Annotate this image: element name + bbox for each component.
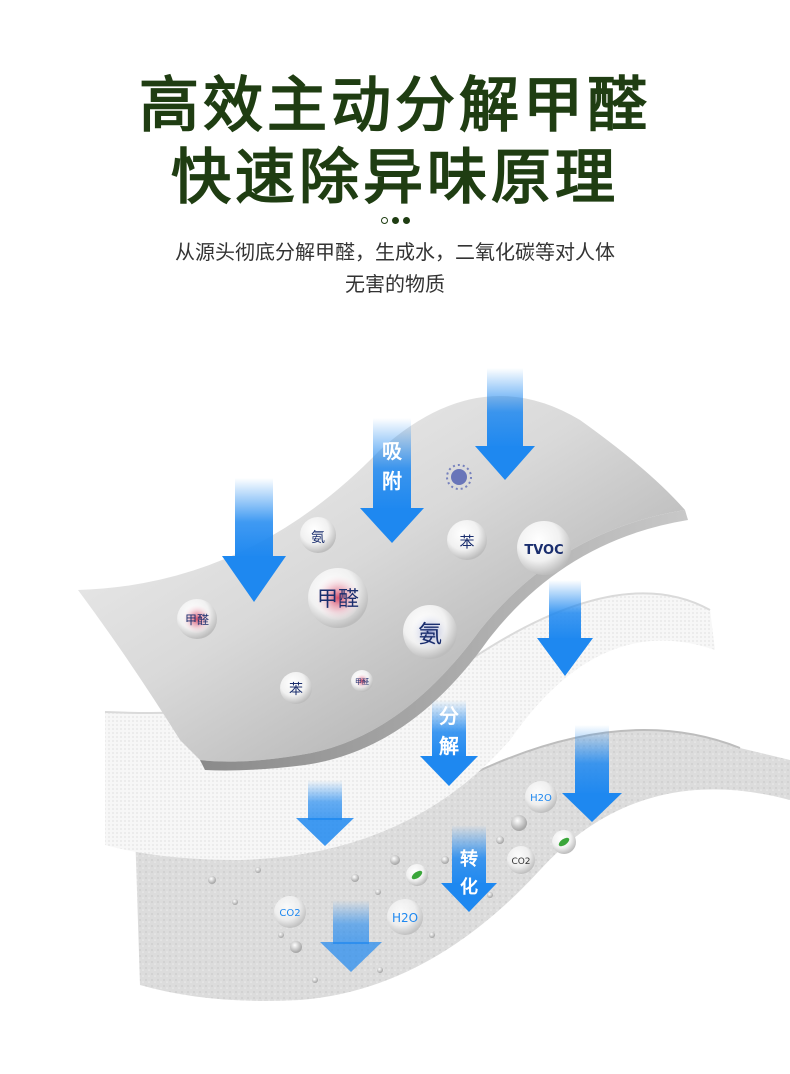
down-arrow-icon — [296, 780, 354, 846]
convert-label-char2: 化 — [460, 876, 478, 898]
svg-text:甲醛: 甲醛 — [185, 612, 209, 627]
decorative-dots — [0, 209, 790, 228]
molecule-benzene-left: 苯 — [280, 672, 312, 704]
svg-text:CO2: CO2 — [511, 857, 530, 867]
molecule-h2o-left: H2O — [387, 899, 423, 935]
molecule-ammonia-small: 氨 — [300, 517, 336, 553]
svg-text:甲醛: 甲醛 — [317, 587, 359, 611]
subtitle-line-2: 无害的物质 — [345, 272, 445, 296]
molecule-formaldehyde-tiny: 甲醛 — [351, 670, 373, 692]
svg-text:TVOC: TVOC — [524, 543, 563, 558]
molecule-benzene-right: 苯 — [447, 520, 487, 560]
leaf-icon — [552, 830, 576, 854]
svg-text:甲醛: 甲醛 — [355, 677, 369, 686]
svg-text:氨: 氨 — [418, 620, 442, 648]
svg-text:H2O: H2O — [392, 911, 418, 925]
svg-text:CO2: CO2 — [279, 908, 300, 919]
decompose-label: 分 解 — [439, 704, 459, 758]
down-arrow-icon — [320, 900, 382, 972]
convert-label: 转 化 — [460, 848, 478, 898]
dot-icon — [391, 217, 399, 224]
decompose-arrow-icon — [420, 700, 478, 786]
adsorb-label-char1: 吸 — [382, 439, 403, 463]
decompose-label-char1: 分 — [439, 704, 459, 728]
molecule-h2o-right: H2O — [525, 781, 557, 813]
molecule-formaldehyde-left: 甲醛 — [177, 599, 217, 639]
water-drop-icon — [511, 815, 527, 831]
svg-text:苯: 苯 — [289, 681, 303, 698]
leaf-icon — [406, 864, 428, 886]
adsorb-label-char2: 附 — [382, 469, 402, 493]
molecule-formaldehyde-big: 甲醛 — [308, 568, 368, 628]
convert-label-char1: 转 — [460, 848, 478, 870]
adsorb-arrow-icon — [360, 418, 424, 543]
molecule-ammonia-big: 氨 — [403, 605, 457, 659]
water-droplets — [208, 836, 504, 983]
decompose-label-char2: 解 — [439, 734, 459, 758]
svg-text:苯: 苯 — [459, 533, 474, 551]
hollow-dot-icon — [380, 217, 388, 224]
dot-icon — [402, 217, 410, 224]
molecule-co2-right: CO2 — [507, 846, 535, 874]
adsorb-label: 吸 附 — [382, 439, 403, 493]
virus-icon — [446, 464, 472, 490]
down-arrow-icon — [562, 725, 622, 822]
down-arrow-icon — [537, 580, 593, 676]
subtitle-line-1: 从源头彻底分解甲醛，生成水，二氧化碳等对人体 — [175, 240, 615, 264]
top-grey-layer — [78, 396, 688, 771]
down-arrow-icon — [222, 478, 286, 602]
molecule-tvoc: TVOC — [517, 521, 571, 575]
convert-arrow-icon — [441, 825, 497, 912]
svg-text:H2O: H2O — [530, 793, 552, 804]
svg-text:氨: 氨 — [311, 530, 325, 546]
arrow-group — [222, 368, 622, 972]
title-line-2: 快速除异味原理 — [171, 143, 619, 213]
molecule-co2-left: CO2 — [274, 896, 306, 928]
title-line-1: 高效主动分解甲醛 — [139, 71, 651, 141]
down-arrow-icon — [475, 368, 535, 480]
